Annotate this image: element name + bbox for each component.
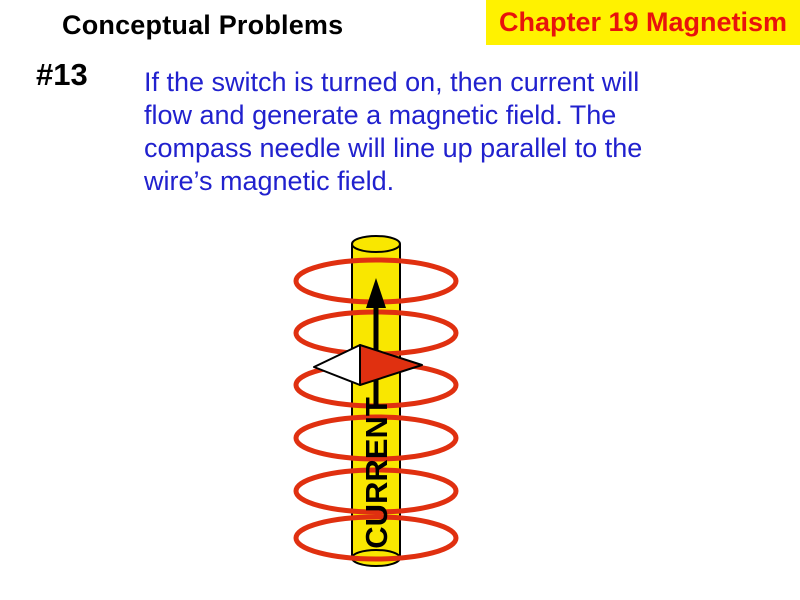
current-label: CURRENT: [359, 397, 394, 549]
wire-field-svg: CURRENT: [293, 235, 459, 567]
field-loop: [293, 467, 459, 515]
field-loop: [293, 514, 459, 562]
field-loop: [293, 414, 459, 462]
chapter-badge: Chapter 19 Magnetism: [486, 0, 800, 45]
problem-number: #13: [36, 57, 88, 92]
magnetic-field-diagram: CURRENT: [256, 228, 496, 580]
compass-needle: [313, 344, 423, 386]
page-title: Conceptual Problems: [62, 10, 344, 40]
problem-text: If the switch is turned on, then current…: [144, 67, 643, 196]
compass-needle-tip: [359, 344, 423, 386]
